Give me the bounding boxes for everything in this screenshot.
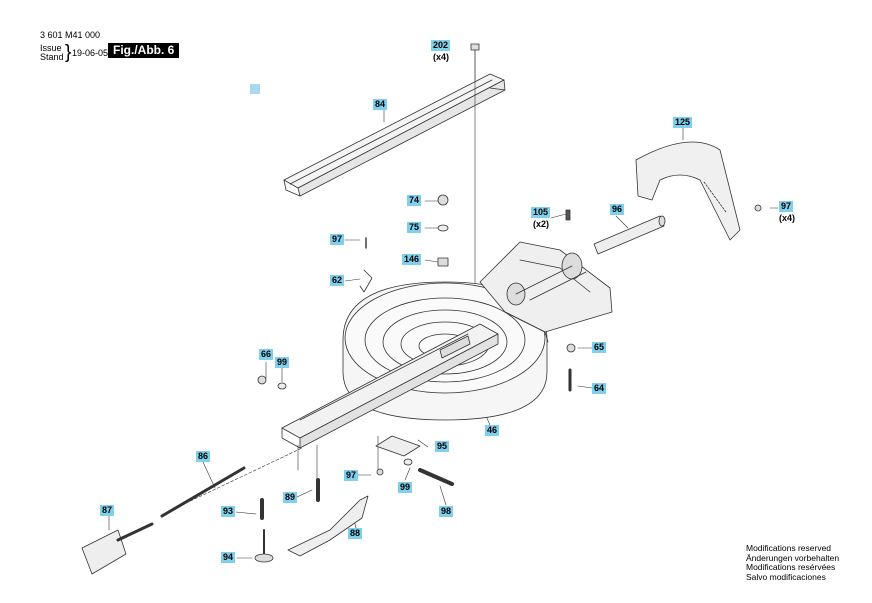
- washer-99-part: [277, 382, 287, 390]
- qty-label-97: (x4): [779, 213, 796, 223]
- part-label-86: 86: [196, 451, 211, 462]
- part-label-146: 146: [402, 254, 422, 265]
- part-label-46: 46: [485, 425, 500, 436]
- issue-date: 19-06-05: [72, 48, 109, 58]
- nut-66-part: [257, 375, 267, 385]
- washer-99b-part: [403, 458, 413, 466]
- part-label-95: 95: [435, 441, 450, 452]
- document-number: 3 601 M41 000: [40, 30, 101, 40]
- part-label-105: 105: [531, 207, 551, 218]
- bolt-98-part: [418, 468, 454, 486]
- guide-rail-part: [283, 73, 506, 197]
- figure-badge: Fig./Abb. 6: [108, 43, 180, 58]
- base-arm-part: [479, 241, 613, 343]
- part-label-96: 96: [610, 204, 625, 215]
- angle-scale-part: [635, 141, 741, 241]
- part-label-202: 202: [431, 40, 451, 51]
- qty-label-105: (x2): [533, 219, 550, 229]
- part-label-97-right: 97: [779, 201, 794, 212]
- notice-en: Modifications reserved: [746, 543, 832, 553]
- screw-97b-part: [754, 204, 762, 212]
- nut-74-part: [437, 194, 449, 206]
- notice-de: Änderungen vorbehalten: [746, 552, 840, 563]
- issue-label: Issue: [40, 43, 62, 53]
- qty-label-202: (x4): [433, 52, 450, 62]
- part-label-99-left: 99: [275, 357, 290, 368]
- rod-86-part: [160, 466, 246, 518]
- part-label-93: 93: [221, 506, 236, 517]
- part-label-62: 62: [330, 275, 345, 286]
- part-label-74: 74: [407, 195, 422, 206]
- stand-label: Stand: [40, 52, 64, 62]
- part-label-94: 94: [221, 552, 236, 563]
- color-swatch: [250, 84, 260, 94]
- part-label-84: 84: [373, 99, 388, 110]
- part-label-64: 64: [592, 383, 607, 394]
- part-label-75: 75: [407, 222, 422, 233]
- part-label-87: 87: [100, 505, 115, 516]
- screw-97c-part: [376, 468, 384, 476]
- screw-202-part: [470, 43, 480, 81]
- rod-96-part: [593, 215, 666, 255]
- spring-clip-62-part: [359, 269, 373, 293]
- lever-88-part: [287, 495, 369, 557]
- part-label-88: 88: [348, 528, 363, 539]
- pin-105-part: [565, 209, 571, 221]
- modifications-notice: Modifications reserved Änderungen vorbeh…: [746, 543, 840, 582]
- part-label-89: 89: [283, 492, 298, 503]
- clamp-146-part: [437, 257, 449, 267]
- part-label-65: 65: [592, 342, 607, 353]
- part-label-66: 66: [259, 349, 274, 360]
- extension-table-part: [281, 323, 499, 449]
- notice-es: Salvo modificaciones: [746, 571, 826, 582]
- part-label-97-top: 97: [330, 234, 345, 245]
- nut-65-part: [566, 343, 576, 353]
- bracket-95-part: [375, 435, 421, 457]
- knob-94-part: [254, 553, 274, 563]
- washer-75-part: [437, 224, 449, 232]
- part-label-125: 125: [673, 117, 693, 128]
- part-label-99-bottom: 99: [398, 482, 413, 493]
- part-label-98: 98: [439, 506, 454, 517]
- part-label-97-bottom: 97: [344, 470, 359, 481]
- notice-fr: Modifications resérvées: [746, 562, 836, 573]
- handle-87-part: [81, 529, 127, 575]
- brace-glyph: }: [65, 42, 72, 63]
